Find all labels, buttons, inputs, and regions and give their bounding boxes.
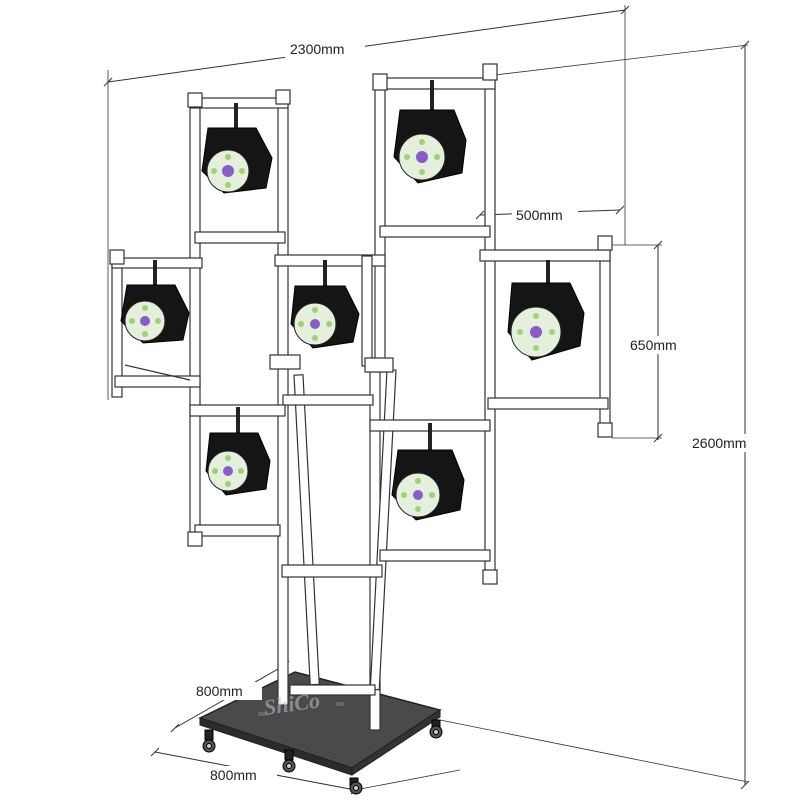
truss-crossbar (282, 394, 374, 406)
caster-wheels (202, 719, 443, 795)
par-lights (120, 80, 585, 521)
par-light-top-left (201, 103, 273, 194)
caster-wheel (202, 729, 216, 753)
truss-crossbar (189, 97, 289, 109)
truss-crossbar (289, 684, 376, 696)
label-base-depth: 800mm (196, 683, 243, 699)
dim-line-total-width (107, 9, 626, 83)
truss-upright (361, 255, 373, 367)
par-light-top-right (393, 80, 467, 184)
label-base-width: 800mm (210, 767, 257, 783)
caster-wheel (429, 719, 443, 739)
caster-wheel (349, 777, 363, 795)
truss-crossbar (114, 375, 201, 388)
label-total-width: 2300mm (290, 41, 344, 57)
par-light-bottom-right (391, 423, 465, 521)
truss-crossbar (194, 524, 281, 537)
dimension-labels: 2300mm 2600mm 500mm 650mm 800mm 800mm (192, 40, 770, 784)
label-frame-width: 500mm (516, 207, 563, 223)
truss-crossbar (374, 77, 496, 90)
par-light-mid-right (507, 260, 585, 361)
label-total-height: 2600mm (692, 435, 746, 451)
truss-frame (109, 63, 613, 731)
par-light-mid-center (290, 260, 360, 349)
par-light-bottom-left (205, 407, 271, 496)
par-light-mid-left (120, 260, 190, 344)
truss-crossbar (274, 254, 386, 267)
truss-upright (484, 69, 496, 581)
truss-upright (277, 94, 289, 366)
label-frame-height: 650mm (630, 337, 677, 353)
truss-crossbar (281, 564, 383, 578)
truss-brace (293, 374, 320, 686)
truss-crossbar (379, 549, 491, 562)
truss-crossbar (479, 249, 611, 262)
caster-wheel (282, 749, 296, 773)
truss-crossbar (487, 397, 609, 410)
truss-crossbar (194, 231, 286, 244)
truss-crossbar (379, 225, 491, 238)
truss-upright (189, 99, 201, 546)
truss-upright (111, 251, 123, 398)
